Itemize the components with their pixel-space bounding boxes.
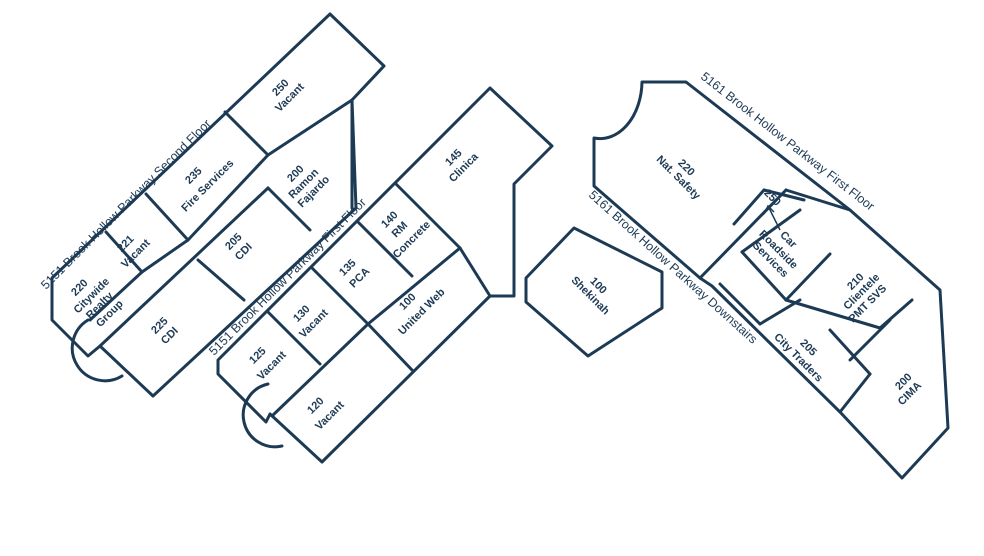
5161-wall: [698, 188, 788, 280]
5161-outline: [592, 80, 950, 480]
second-floor-wall: [140, 238, 190, 274]
5161-wall: [740, 250, 788, 302]
5161-wall: [784, 298, 882, 330]
first-floor-wall: [366, 246, 462, 326]
first-floor-wall: [270, 322, 370, 418]
second-floor-wall: [196, 258, 246, 302]
first-floor-wall: [366, 322, 414, 372]
5161-wall: [784, 188, 852, 212]
first-floor-wall: [356, 220, 414, 278]
5161-wall: [732, 188, 766, 226]
first-floor-wall: [266, 310, 322, 366]
first-floor-door-arc: [241, 382, 284, 449]
second-floor-wall: [186, 153, 270, 242]
unit-100-shekinah-outline: [524, 226, 664, 358]
first-floor-wall: [458, 246, 492, 298]
second-floor-wall: [266, 98, 354, 157]
second-floor-wall: [223, 110, 270, 157]
unit-250-arrow: [767, 205, 781, 231]
second-floor-wall: [98, 186, 270, 348]
5161-wall: [718, 282, 762, 326]
building-5151-first-floor: 145 Clinica 140 RM Concrete 135 PCA 130 …: [206, 86, 554, 464]
second-floor-door-arc: [70, 318, 124, 383]
second-floor-wall: [104, 230, 144, 274]
5161-wall: [758, 298, 802, 326]
5161-wall: [784, 252, 832, 302]
second-floor-wall: [88, 270, 144, 322]
5161-wall: [740, 208, 802, 254]
5161-wall: [762, 188, 806, 202]
first-floor-wall: [394, 182, 462, 250]
second-floor-wall: [266, 186, 312, 232]
5161-wall: [848, 318, 892, 362]
second-floor-wall: [144, 192, 190, 242]
unit-250-arrowhead: [763, 204, 775, 215]
second-floor-outline: [50, 12, 386, 398]
building-5161: 220 Nat. Safety 250 Car Roadside Service…: [524, 69, 950, 480]
5161-wall: [828, 328, 872, 376]
5161-wall: [838, 372, 872, 414]
first-floor-wall: [310, 266, 370, 326]
